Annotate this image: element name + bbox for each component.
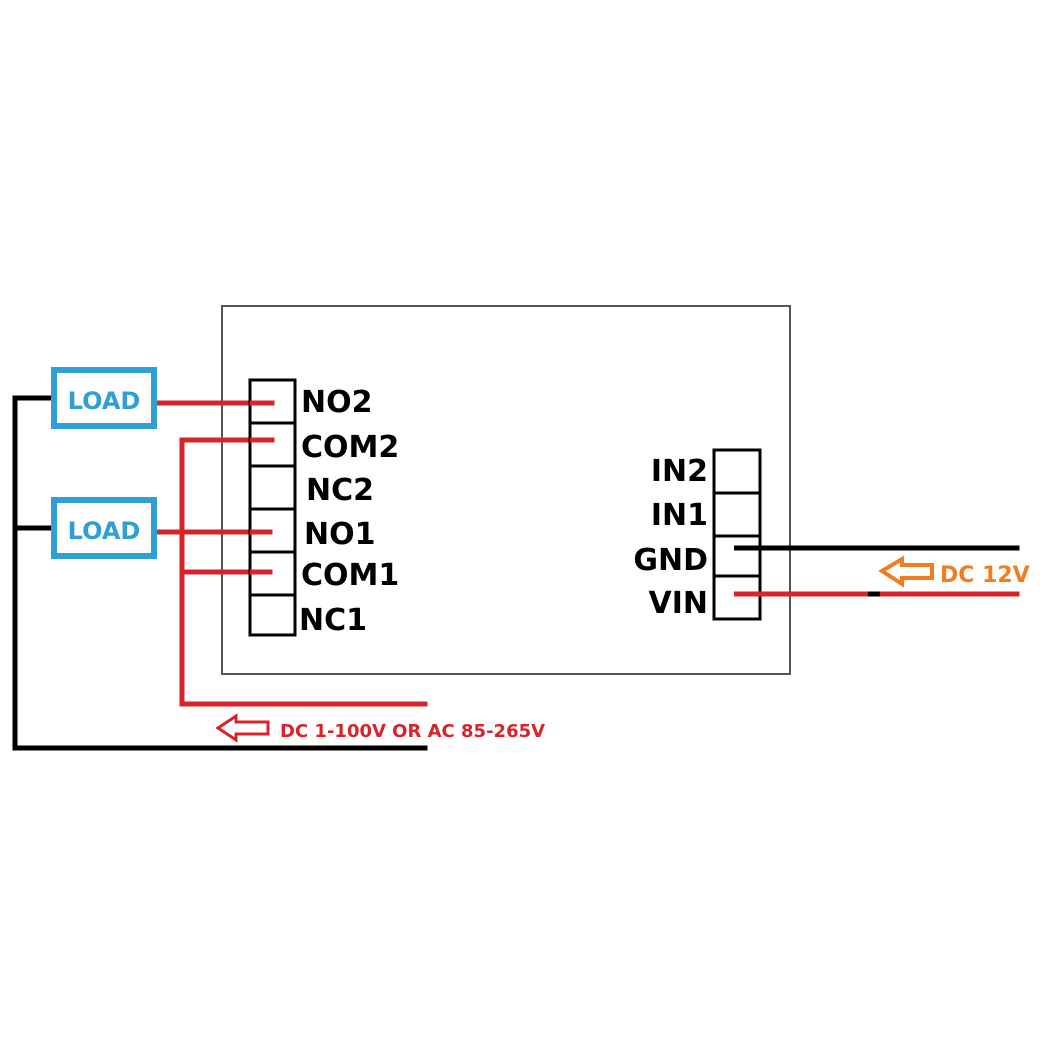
relay-wire-ends [250,400,272,575]
terminal-label-com1: COM1 [301,558,399,593]
arrow-left-outline-icon [215,713,270,743]
terminal-label-gnd: GND [633,543,708,578]
load-box-2: LOAD [51,367,157,429]
relay-terminal-labels: NO2 COM2 NC2 NO1 COM1 NC1 [299,385,399,638]
control-supply-label: DC 12V [940,563,1030,588]
terminal-label-no1: NO1 [304,517,375,552]
terminal-label-com2: COM2 [301,430,399,465]
input-wire-ends [734,545,762,597]
terminal-label-no2: NO2 [301,385,372,420]
load-supply-label: DC 1-100V OR AC 85-265V [280,721,545,742]
input-terminal-block [712,448,762,621]
terminal-nc2 [248,464,297,511]
terminal-in1 [712,491,762,538]
terminal-com2 [248,421,297,468]
terminal-vin [712,574,762,621]
load-label: LOAD [68,517,141,545]
module-board [221,305,791,675]
terminal-nc1 [248,593,297,637]
relay-terminal-block [248,378,297,637]
load-label: LOAD [68,387,141,415]
terminal-in2 [712,448,762,495]
load-box-1: LOAD [51,497,157,559]
terminal-label-in1: IN1 [651,498,708,533]
terminal-label-vin: VIN [649,586,709,621]
input-terminal-labels: IN2 IN1 GND VIN [633,454,708,621]
black-return-wires [12,395,428,751]
arrow-left-outline-icon [878,555,934,588]
terminal-gnd [712,534,762,578]
terminal-label-nc2: NC2 [306,473,374,508]
terminal-label-in2: IN2 [651,454,708,489]
terminal-label-nc1: NC1 [299,603,367,638]
